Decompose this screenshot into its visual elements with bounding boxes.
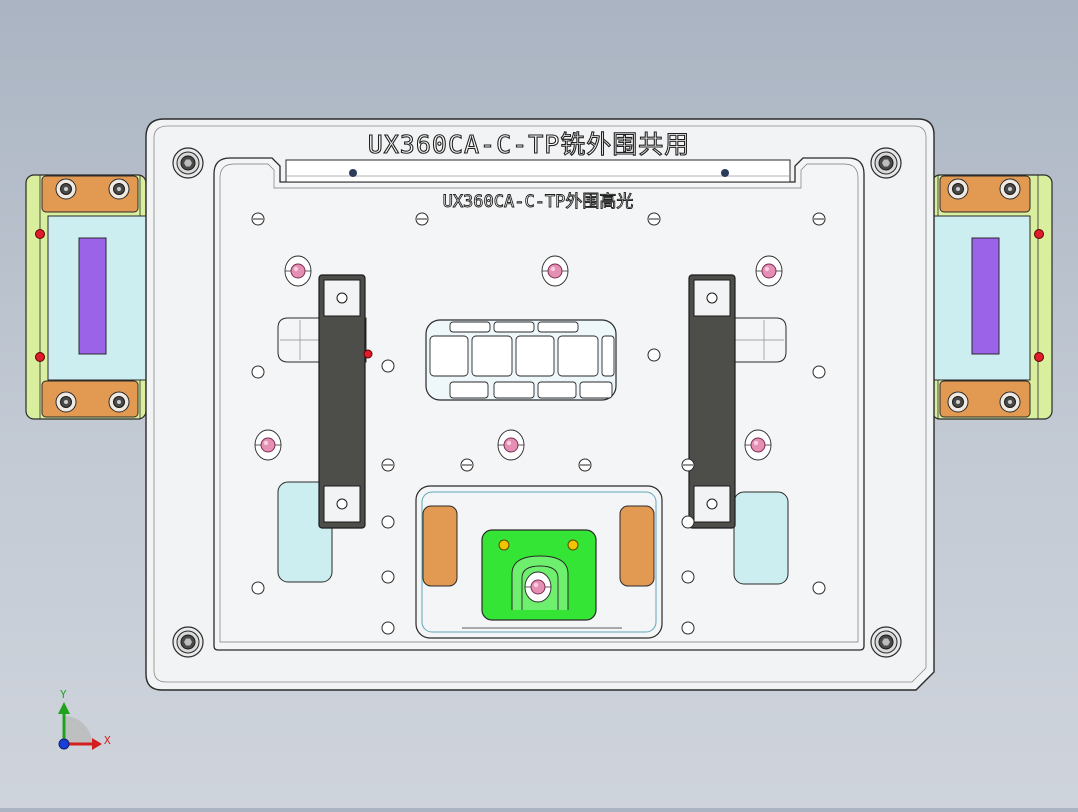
slotted-hole-icon — [647, 212, 661, 226]
pad-screw-icon — [108, 178, 130, 200]
pad-screw-icon — [55, 391, 77, 413]
hole-icon — [681, 515, 695, 529]
hole-icon — [812, 581, 826, 595]
left-purple-bar — [78, 237, 107, 355]
green-block-bolt-right — [567, 539, 579, 551]
green-block-bolt-left — [498, 539, 510, 551]
locating-pin-icon — [284, 255, 312, 287]
hole-icon — [681, 570, 695, 584]
center-grid-pocket — [425, 319, 617, 401]
left-red-dot-bottom — [35, 352, 45, 362]
locating-pins — [254, 255, 783, 603]
pad-screw-icon — [947, 178, 969, 200]
slotted-hole-icon — [812, 212, 826, 226]
mounting-holes — [251, 212, 826, 635]
locating-pin-icon — [755, 255, 783, 287]
corner-screws — [172, 147, 902, 658]
locating-pin-icon — [524, 571, 552, 603]
locating-pin-icon — [744, 429, 772, 461]
slotted-hole-icon — [681, 458, 695, 472]
slotted-hole-icon — [251, 212, 265, 226]
hole-icon — [647, 348, 661, 362]
hole-icon — [381, 570, 395, 584]
axis-y-label: Y — [60, 688, 67, 701]
hole-icon — [251, 581, 265, 595]
bottom-left-pad — [422, 505, 458, 587]
hole-icon — [812, 365, 826, 379]
pad-screw-icon — [999, 391, 1021, 413]
hole-icon — [381, 359, 395, 373]
socket-screw-icon — [870, 147, 902, 179]
hole-icon — [251, 365, 265, 379]
left-red-dot-top — [35, 229, 45, 239]
slotted-hole-icon — [415, 212, 429, 226]
locating-pin-icon — [497, 429, 525, 461]
locating-pin-icon — [541, 255, 569, 287]
navy-dowel-left — [349, 169, 357, 177]
bottom-center-frame — [415, 485, 663, 639]
socket-screw-icon — [172, 147, 204, 179]
hole-icon — [381, 621, 395, 635]
axis-x-label: X — [104, 734, 111, 747]
pad-screw-icon — [947, 391, 969, 413]
right-cyan-pocket — [733, 491, 789, 585]
right-red-dot-top — [1034, 229, 1044, 239]
right-clamp-lever — [688, 274, 736, 529]
slotted-hole-icon — [578, 458, 592, 472]
navy-dowel-right — [721, 169, 729, 177]
socket-screw-icon — [172, 626, 204, 658]
socket-screw-icon — [870, 626, 902, 658]
locating-pin-icon — [254, 429, 282, 461]
hole-icon — [381, 515, 395, 529]
hole-icon — [681, 621, 695, 635]
xy-axis-triad-icon[interactable]: Y X — [58, 688, 111, 750]
side-block-screws — [55, 178, 1021, 413]
pad-screw-icon — [108, 391, 130, 413]
title-main: UX360CA-C-TP铣外围共用 — [368, 130, 691, 159]
pad-screw-icon — [999, 178, 1021, 200]
right-purple-bar — [971, 237, 1000, 355]
title-sub: UX360CA-C-TP外围高光 — [443, 192, 634, 212]
pad-screw-icon — [55, 178, 77, 200]
left-clamp-lever — [318, 274, 373, 529]
slotted-hole-icon — [460, 458, 474, 472]
slotted-hole-icon — [381, 458, 395, 472]
bottom-right-pad — [619, 505, 655, 587]
right-red-dot-bottom — [1034, 352, 1044, 362]
